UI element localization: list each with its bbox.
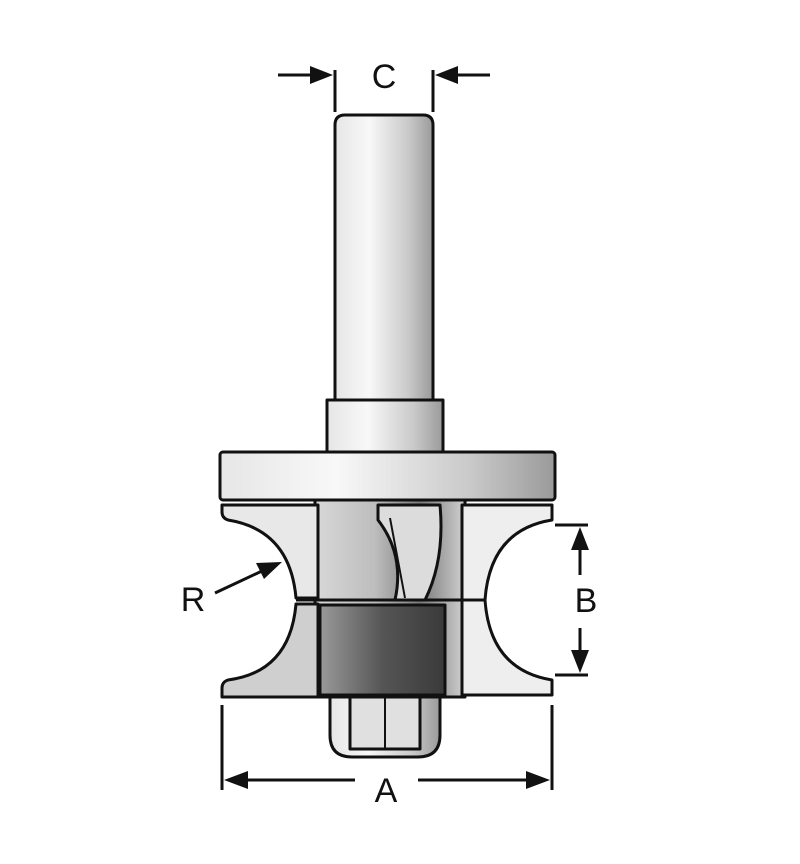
dimension-label-b: B bbox=[575, 582, 598, 620]
dimension-label-c: C bbox=[372, 58, 397, 96]
flange bbox=[218, 450, 557, 502]
shank bbox=[333, 113, 435, 402]
dimension-label-a: A bbox=[375, 772, 398, 810]
left-cutter-wing bbox=[220, 503, 320, 600]
right-cutter-wing bbox=[460, 503, 554, 697]
collar bbox=[325, 398, 445, 454]
dimension-label-r: R bbox=[181, 581, 206, 619]
